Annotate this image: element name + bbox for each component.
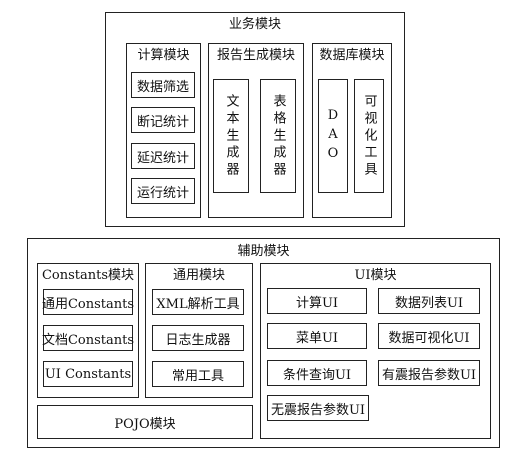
- common-constants: 通用Constants: [42, 289, 134, 315]
- visualization-tool-label: 可视化工具: [361, 93, 377, 179]
- document-constants: 文档Constants: [42, 325, 134, 351]
- text-generator-label: 文本生成器: [223, 93, 239, 179]
- ui-calc: 计算UI: [267, 288, 367, 314]
- calc-module: 计算模块 数据筛选 断记统计 延迟统计 运行统计: [126, 43, 201, 218]
- ui-quake-report-params: 有震报告参数UI: [378, 360, 480, 386]
- text-generator: 文本生成器: [213, 79, 249, 193]
- common-module: 通用模块 XML解析工具 日志生成器 常用工具: [145, 263, 253, 398]
- constants-module: Constants模块 通用Constants 文档Constants UI C…: [37, 263, 139, 398]
- ui-condition-query: 条件查询UI: [267, 360, 367, 386]
- common-module-title: 通用模块: [172, 268, 225, 283]
- log-generator: 日志生成器: [152, 325, 244, 351]
- database-module: 数据库模块 DAO 可视化工具: [312, 43, 392, 218]
- auxiliary-module-title: 辅助模块: [237, 244, 290, 259]
- auxiliary-module: 辅助模块 Constants模块 通用Constants 文档Constants…: [27, 238, 500, 448]
- dao-label: DAO: [325, 107, 341, 165]
- table-generator-label: 表格生成器: [270, 93, 286, 179]
- ui-module: UI模块 计算UI 数据列表UI 菜单UI 数据可视化UI 条件查询UI 有震报…: [260, 263, 491, 439]
- ui-constants: UI Constants: [43, 361, 133, 387]
- report-module-title: 报告生成模块: [216, 48, 295, 63]
- ui-data-list: 数据列表UI: [378, 288, 480, 314]
- ui-module-title: UI模块: [354, 268, 397, 283]
- constants-module-title: Constants模块: [41, 268, 135, 283]
- pojo-module: POJO模块: [37, 405, 253, 439]
- business-module-title: 业务模块: [228, 17, 281, 32]
- calc-item-gap-stats: 断记统计: [131, 107, 195, 133]
- business-module: 业务模块 计算模块 数据筛选 断记统计 延迟统计 运行统计 报告生成模块 文本生…: [105, 12, 405, 227]
- common-tools: 常用工具: [152, 361, 244, 387]
- report-module: 报告生成模块 文本生成器 表格生成器: [208, 43, 304, 218]
- database-module-title: 数据库模块: [319, 48, 385, 63]
- table-generator: 表格生成器: [260, 79, 296, 193]
- ui-no-quake-report-params: 无震报告参数UI: [267, 395, 369, 421]
- calc-module-title: 计算模块: [137, 48, 190, 63]
- dao: DAO: [318, 79, 348, 193]
- calc-item-data-filter: 数据筛选: [131, 72, 195, 98]
- visualization-tool: 可视化工具: [354, 79, 384, 193]
- calc-item-run-stats: 运行统计: [131, 178, 195, 204]
- ui-data-visualization: 数据可视化UI: [378, 323, 480, 349]
- xml-parser-tool: XML解析工具: [152, 289, 244, 315]
- calc-item-delay-stats: 延迟统计: [131, 143, 195, 169]
- ui-menu: 菜单UI: [267, 323, 367, 349]
